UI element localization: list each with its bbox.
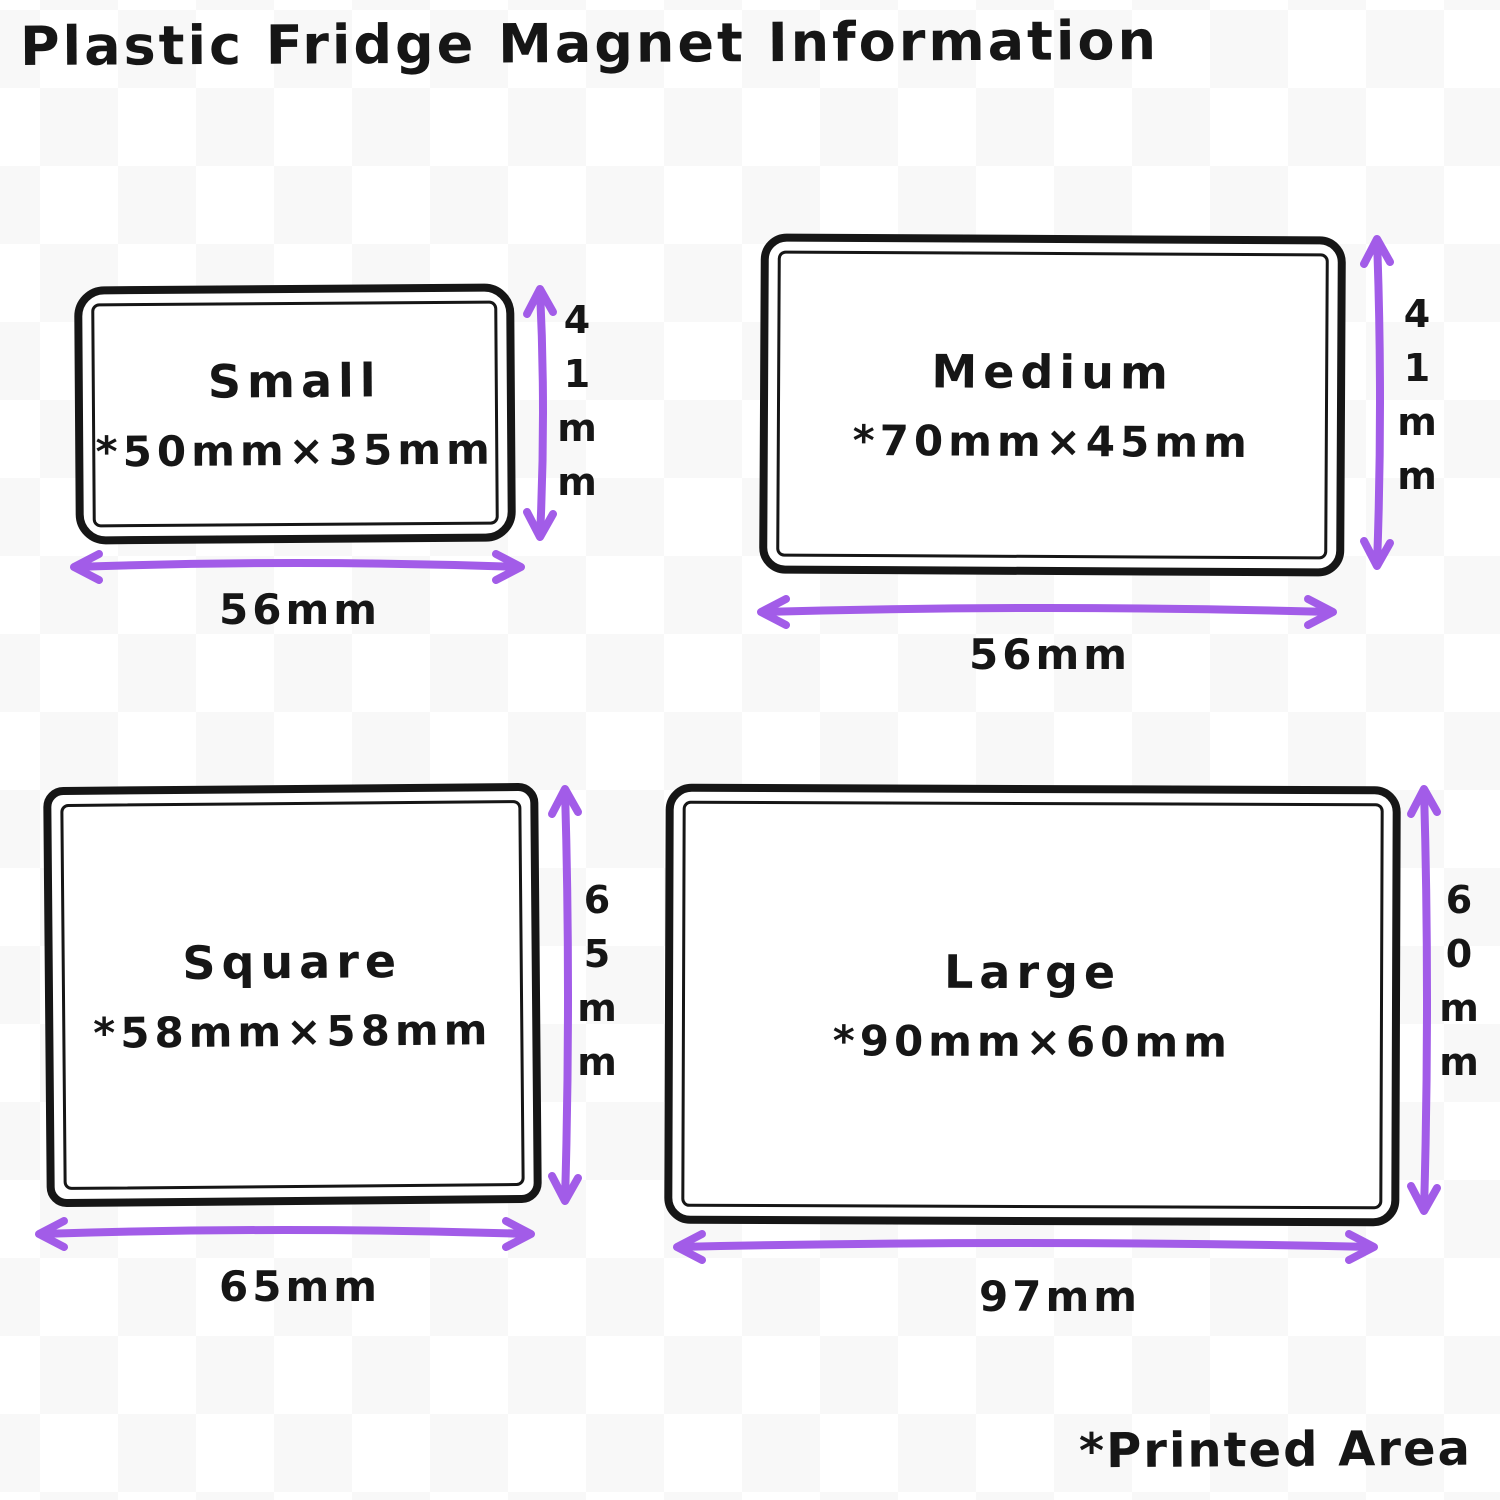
medium-height-arrow bbox=[1360, 235, 1394, 570]
magnet-small-printed-area: *50mm×35mm bbox=[95, 424, 495, 476]
printed-area-footnote: *Printed Area bbox=[1078, 1420, 1473, 1480]
large-width-arrow bbox=[673, 1230, 1378, 1264]
magnet-square: Square *58mm×58mm bbox=[43, 782, 542, 1208]
small-height-label: 41mm bbox=[555, 298, 599, 514]
small-width-label: 56mm bbox=[219, 585, 381, 634]
small-width-arrow bbox=[70, 550, 525, 584]
square-height-label: 65mm bbox=[575, 878, 619, 1094]
medium-width-arrow bbox=[757, 595, 1337, 629]
small-height-arrow bbox=[523, 285, 557, 541]
magnet-medium: Medium *70mm×45mm bbox=[759, 233, 1346, 577]
magnet-small-name: Small bbox=[207, 352, 382, 409]
large-height-arrow bbox=[1407, 785, 1441, 1215]
magnet-square-name: Square bbox=[182, 933, 403, 990]
magnet-large-printed-area: *90mm×60mm bbox=[832, 1015, 1233, 1067]
page-title: Plastic Fridge Magnet Information bbox=[19, 9, 1160, 78]
large-height-label: 60mm bbox=[1437, 878, 1481, 1094]
square-height-arrow bbox=[548, 785, 582, 1205]
magnet-square-printed-area: *58mm×58mm bbox=[93, 1004, 493, 1058]
square-width-label: 65mm bbox=[219, 1262, 381, 1311]
large-width-label: 97mm bbox=[979, 1272, 1141, 1321]
magnet-large-name: Large bbox=[943, 944, 1122, 999]
magnet-medium-name: Medium bbox=[931, 343, 1174, 400]
medium-height-label: 41mm bbox=[1395, 292, 1439, 508]
magnet-small: Small *50mm×35mm bbox=[74, 283, 516, 545]
magnet-medium-printed-area: *70mm×45mm bbox=[852, 415, 1252, 467]
magnet-large: Large *90mm×60mm bbox=[664, 783, 1401, 1227]
medium-width-label: 56mm bbox=[969, 630, 1131, 679]
square-width-arrow bbox=[35, 1217, 535, 1251]
